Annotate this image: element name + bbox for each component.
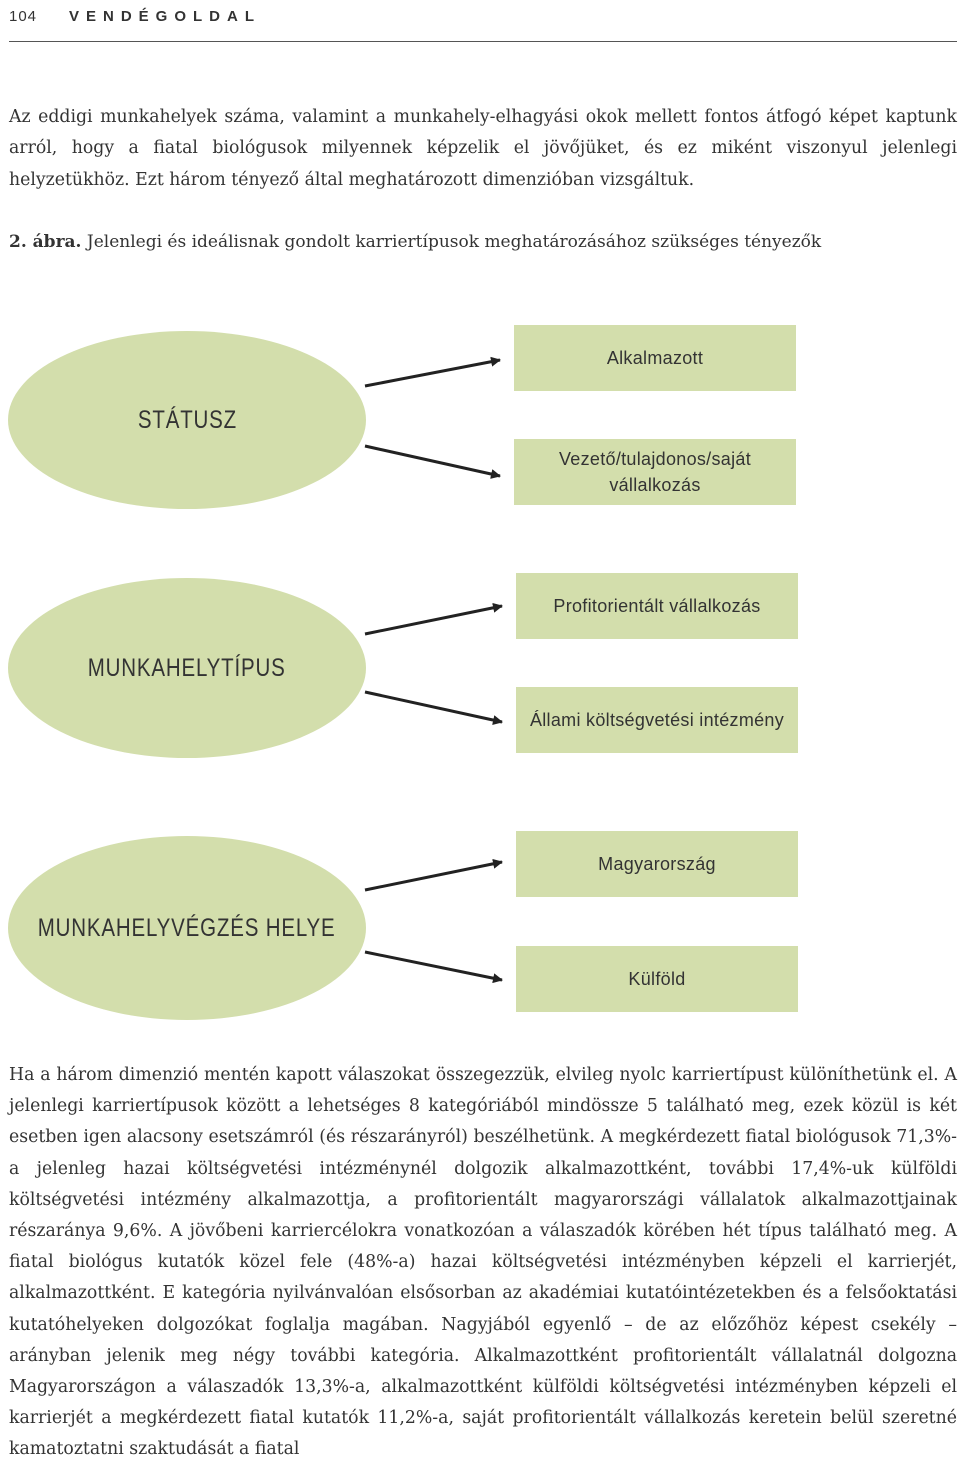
page-number: 104 <box>9 8 38 25</box>
body-paragraph: Ha a három dimenzió mentén kapott válasz… <box>9 1065 957 1459</box>
arrow-workplace-to-option-1 <box>364 602 503 636</box>
work-location-label: MUNKAHELYVÉGZÉS HELYE <box>38 913 336 942</box>
option-label: Alkalmazott <box>606 348 704 368</box>
arrow-status-to-option-1 <box>364 356 501 388</box>
section-title: VENDÉGOLDAL <box>69 8 262 25</box>
career-type-diagram: STÁTUSZ Alkalmazott Vezető/tulajdonos/sa… <box>0 300 960 1040</box>
workplace-type-label: MUNKAHELYTÍPUS <box>88 653 286 682</box>
option-box-employee: Alkalmazott <box>514 325 796 391</box>
option-box-state-budget: Állami költségvetési intézmény <box>516 687 798 753</box>
option-label: Vezető/tulajdonos/saját vállalkozás <box>558 449 752 495</box>
option-box-hungary: Magyarország <box>516 831 798 897</box>
arrow-location-to-option-2 <box>364 950 503 984</box>
arrow-location-to-option-1 <box>364 858 503 892</box>
arrow-status-to-option-2 <box>364 444 501 479</box>
option-label: Állami költségvetési intézmény <box>529 710 785 730</box>
figure-caption: 2. ábra. Jelenlegi és ideálisnak gondolt… <box>9 229 957 255</box>
status-ellipse: STÁTUSZ <box>8 331 366 509</box>
work-location-ellipse: MUNKAHELYVÉGZÉS HELYE <box>8 836 366 1020</box>
status-label: STÁTUSZ <box>137 405 237 434</box>
option-label: Profitorientált vállalkozás <box>553 596 761 616</box>
page-header: 104 VENDÉGOLDAL <box>9 6 957 42</box>
option-box-manager-owner: Vezető/tulajdonos/saját vállalkozás <box>514 439 796 505</box>
option-label: Magyarország <box>598 854 716 874</box>
diagram-arrows <box>364 356 503 984</box>
figure-title: Jelenlegi és ideálisnak gondolt karriert… <box>86 232 822 252</box>
intro-paragraph: Az eddigi munkahelyek száma, valamint a … <box>9 107 957 190</box>
workplace-type-ellipse: MUNKAHELYTÍPUS <box>8 578 366 758</box>
figure-label: 2. ábra. <box>9 232 82 252</box>
arrow-workplace-to-option-2 <box>364 690 503 725</box>
option-box-abroad: Külföld <box>516 946 798 1012</box>
option-box-profit-oriented: Profitorientált vállalkozás <box>516 573 798 639</box>
option-label: Külföld <box>628 969 686 989</box>
